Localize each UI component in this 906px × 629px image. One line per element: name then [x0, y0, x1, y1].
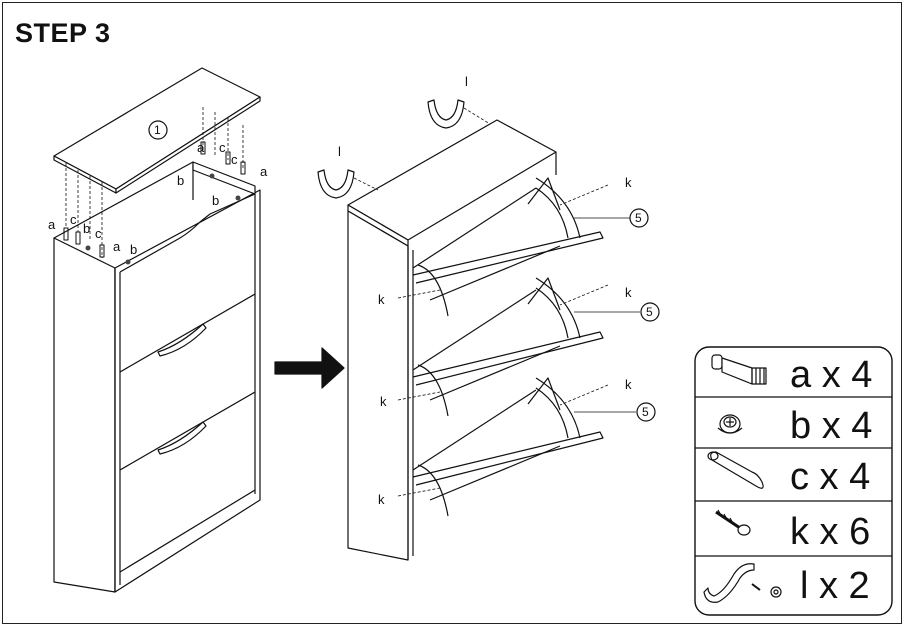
part-qty-k: k x 6 — [790, 511, 870, 553]
label-k: k — [378, 492, 385, 507]
step-title: STEP 3 — [15, 18, 111, 48]
callout-hinge-bottom-label: 5 — [642, 405, 649, 419]
label-l: l — [465, 74, 468, 89]
cam-lock-icon — [717, 414, 743, 434]
callout-top-panel-label: 1 — [154, 123, 161, 137]
label-a: a — [260, 164, 268, 179]
label-b: b — [177, 173, 184, 188]
parts-list — [694, 346, 893, 616]
label-k: k — [625, 377, 632, 392]
wall-bracket-left-icon — [317, 169, 355, 199]
callout-hinge-mid-label: 5 — [646, 305, 653, 319]
label-k: k — [378, 292, 385, 307]
label-k: k — [625, 175, 632, 190]
label-k: k — [380, 394, 387, 409]
label-c: c — [95, 226, 102, 241]
label-c: c — [70, 212, 77, 227]
label-a: a — [197, 140, 205, 155]
cam-dowel-icon — [711, 354, 767, 385]
next-arrow-icon — [274, 347, 345, 389]
part-qty-b: b x 4 — [790, 405, 872, 447]
label-b: b — [83, 221, 90, 236]
label-l: l — [338, 144, 341, 159]
bracket-icon — [703, 563, 782, 603]
callout-hinge-top-label: 5 — [635, 211, 642, 225]
callout-top-panel — [148, 120, 168, 140]
part-qty-l: l x 2 — [800, 565, 870, 607]
label-b: b — [212, 193, 219, 208]
screw-icon — [715, 509, 751, 536]
right-cabinet — [317, 99, 660, 561]
left-cabinet — [53, 67, 261, 593]
label-b: b — [130, 242, 137, 257]
label-a: a — [113, 239, 121, 254]
wood-dowel-icon — [707, 451, 764, 489]
part-qty-a: a x 4 — [790, 354, 872, 396]
callout-hinge-top — [629, 208, 649, 228]
part-qty-c: c x 4 — [790, 456, 870, 498]
callout-hinge-mid — [640, 302, 660, 322]
label-c: c — [231, 152, 238, 167]
wall-bracket-top-icon — [427, 99, 465, 129]
label-a: a — [48, 217, 56, 232]
label-c: c — [219, 140, 226, 155]
label-k: k — [625, 285, 632, 300]
callout-hinge-bottom — [636, 402, 656, 422]
